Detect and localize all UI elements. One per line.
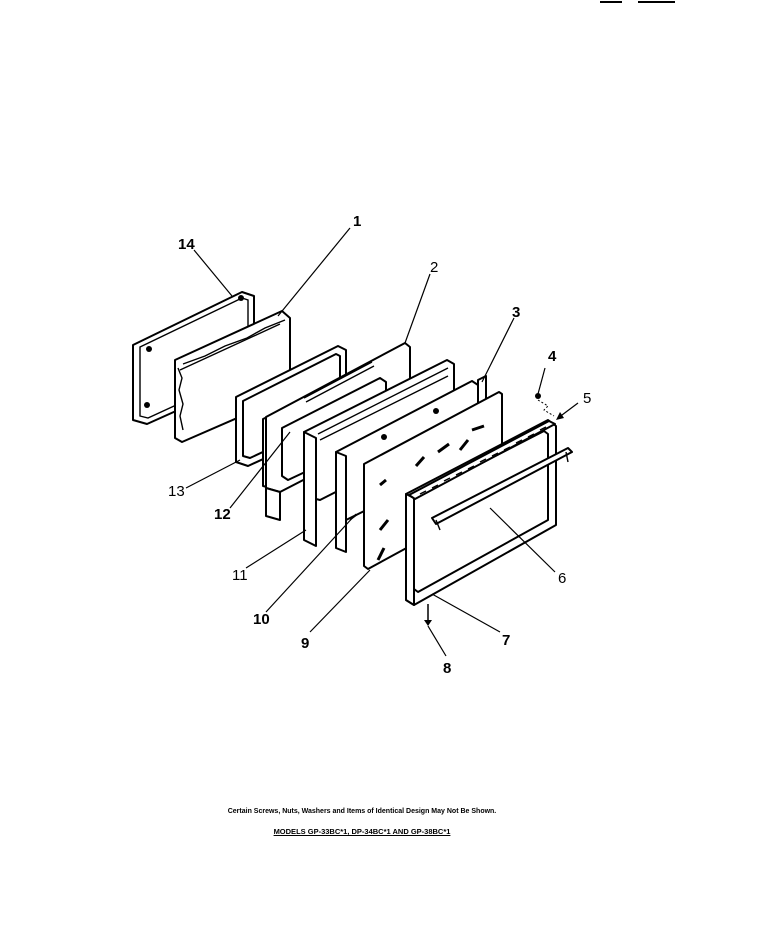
callout-10: 10 — [253, 611, 270, 628]
callout-1: 1 — [353, 213, 361, 230]
callout-4: 4 — [548, 348, 557, 365]
leader-lines — [185, 227, 579, 657]
callout-7: 7 — [502, 632, 510, 649]
disclaimer-note: Certain Screws, Nuts, Washers and Items … — [227, 808, 497, 815]
part-8-screw — [424, 604, 432, 626]
callout-3: 3 — [512, 304, 520, 321]
callout-labels: 1 2 3 4 5 6 7 8 9 10 11 12 13 14 — [168, 213, 591, 677]
callout-9: 9 — [301, 635, 309, 652]
part-6-handle — [431, 447, 573, 531]
callout-2: 2 — [430, 259, 438, 276]
callout-5: 5 — [583, 390, 591, 407]
callout-13: 13 — [168, 483, 185, 500]
callout-6: 6 — [558, 570, 566, 587]
part-5-top-trim — [408, 420, 556, 500]
callout-12: 12 — [214, 506, 231, 523]
callout-14: 14 — [178, 236, 195, 253]
part-4-screw — [535, 393, 555, 417]
callout-8: 8 — [443, 660, 451, 677]
callout-11: 11 — [232, 567, 248, 584]
models-caption: MODELS GP-33BC*1, DP-34BC*1 AND GP-38BC*… — [273, 827, 451, 836]
